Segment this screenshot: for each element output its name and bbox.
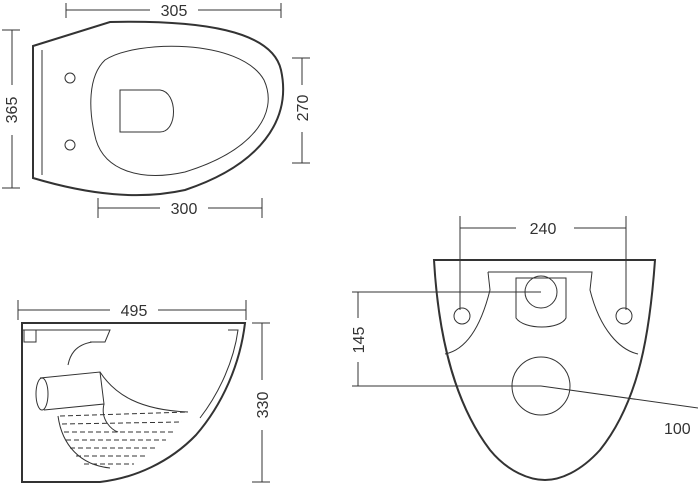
dimension-label-240: 240: [530, 221, 557, 238]
dimension-label-300: 300: [171, 201, 198, 218]
rear-view-inner-panel: [444, 271, 639, 355]
dimension-height-left: 145: [351, 291, 541, 387]
dimension-bolt-spacing: 240: [459, 216, 627, 310]
dimension-height-right: 330: [252, 322, 272, 483]
dimension-depth-left: 365: [2, 29, 21, 189]
side-view-bowl-curve: [67, 341, 189, 413]
top-view-bowl-outline: [32, 20, 285, 197]
rear-view-bolt-hole-left: [453, 307, 471, 325]
side-view-rim-right: [199, 329, 239, 419]
dimension-width-top: 305: [65, 3, 282, 20]
top-view-mounting-hole-bottom: [64, 139, 76, 151]
side-view-rim: [22, 329, 111, 343]
top-view: 305 365 270 300: [2, 3, 312, 218]
dimension-seat-depth-right: 270: [292, 57, 312, 164]
side-view-water: [57, 411, 189, 469]
dimension-label-145: 145: [351, 327, 368, 354]
rear-view-bolt-hole-right: [615, 307, 633, 325]
side-view-fixing-block: [23, 329, 37, 343]
dimension-label-100: 100: [664, 421, 691, 438]
dimension-label-330: 330: [255, 392, 272, 419]
side-view-outlet-pipe: [39, 371, 105, 411]
dimension-label-365: 365: [4, 97, 21, 124]
top-view-mounting-hole-top: [64, 72, 76, 84]
rear-view: 240 145 100: [351, 216, 698, 482]
rear-view-outline: [432, 259, 657, 482]
top-view-inner-bowl: [90, 45, 269, 176]
dimension-outlet-diameter: 100: [540, 385, 698, 438]
top-view-drain-opening: [119, 89, 174, 133]
side-view-outlet-opening: [35, 377, 49, 411]
dimension-label-495: 495: [121, 303, 148, 320]
side-view: 495 330: [17, 300, 272, 483]
side-view-trap-curve: [102, 403, 119, 433]
dimension-length-top: 495: [17, 300, 247, 320]
rear-view-inlet-housing: [515, 277, 567, 328]
side-view-outline: [21, 322, 247, 483]
dimension-width-bottom: 300: [97, 198, 263, 218]
dimension-label-305: 305: [161, 3, 188, 20]
dimension-label-270: 270: [295, 95, 312, 122]
